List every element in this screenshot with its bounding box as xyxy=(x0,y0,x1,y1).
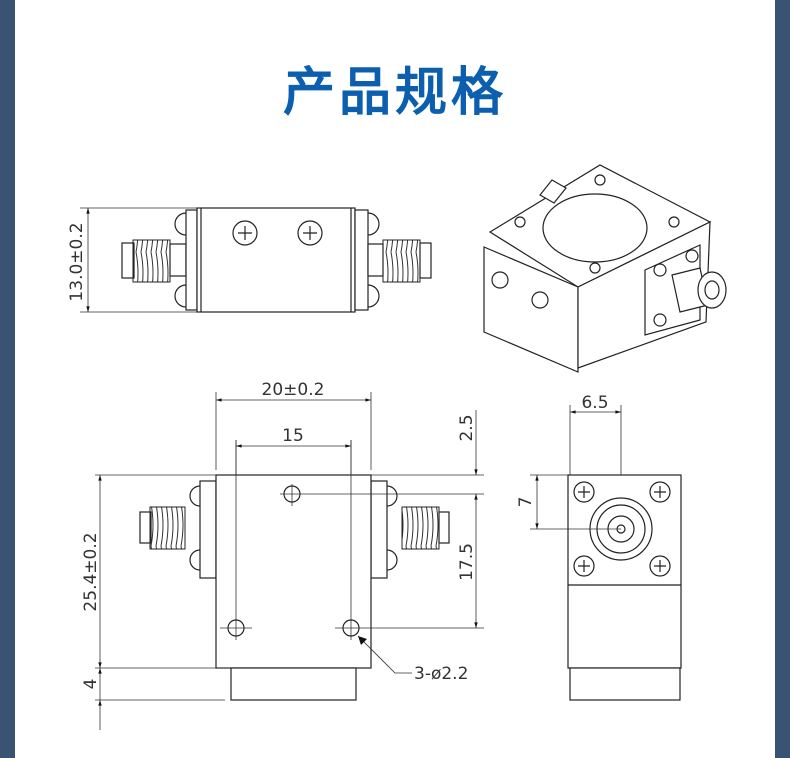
dim-connector-height: 7 xyxy=(516,497,536,508)
dim-hole-spacing: 15 xyxy=(282,426,304,446)
screw-icon xyxy=(649,481,671,503)
dim-width: 20±0.2 xyxy=(262,380,325,400)
screw-icon xyxy=(649,555,671,577)
left-border xyxy=(0,0,15,758)
dim-connector-offset: 6.5 xyxy=(581,393,608,413)
screw-icon xyxy=(573,555,595,577)
page-title: 产品规格 xyxy=(282,63,507,123)
dim-hole-vertical: 17.5 xyxy=(457,543,477,581)
front-view: 20±0.2 15 25.4±0.2 4 2.5 17.5 xyxy=(81,380,484,730)
dim-top-offset: 2.5 xyxy=(457,414,477,441)
screw-icon xyxy=(573,481,595,503)
dim-top-height: 13.0±0.2 xyxy=(67,222,87,301)
side-view: 6.5 7 xyxy=(516,393,682,701)
right-border xyxy=(775,0,790,758)
isometric-view xyxy=(483,164,727,373)
top-view: 13.0±0.2 xyxy=(67,207,432,313)
dim-holes: 3-ø2.2 xyxy=(414,664,468,684)
screw-icon xyxy=(297,220,323,246)
dim-length: 25.4±0.2 xyxy=(81,532,101,611)
dim-base: 4 xyxy=(81,679,101,690)
screw-icon xyxy=(232,220,258,246)
